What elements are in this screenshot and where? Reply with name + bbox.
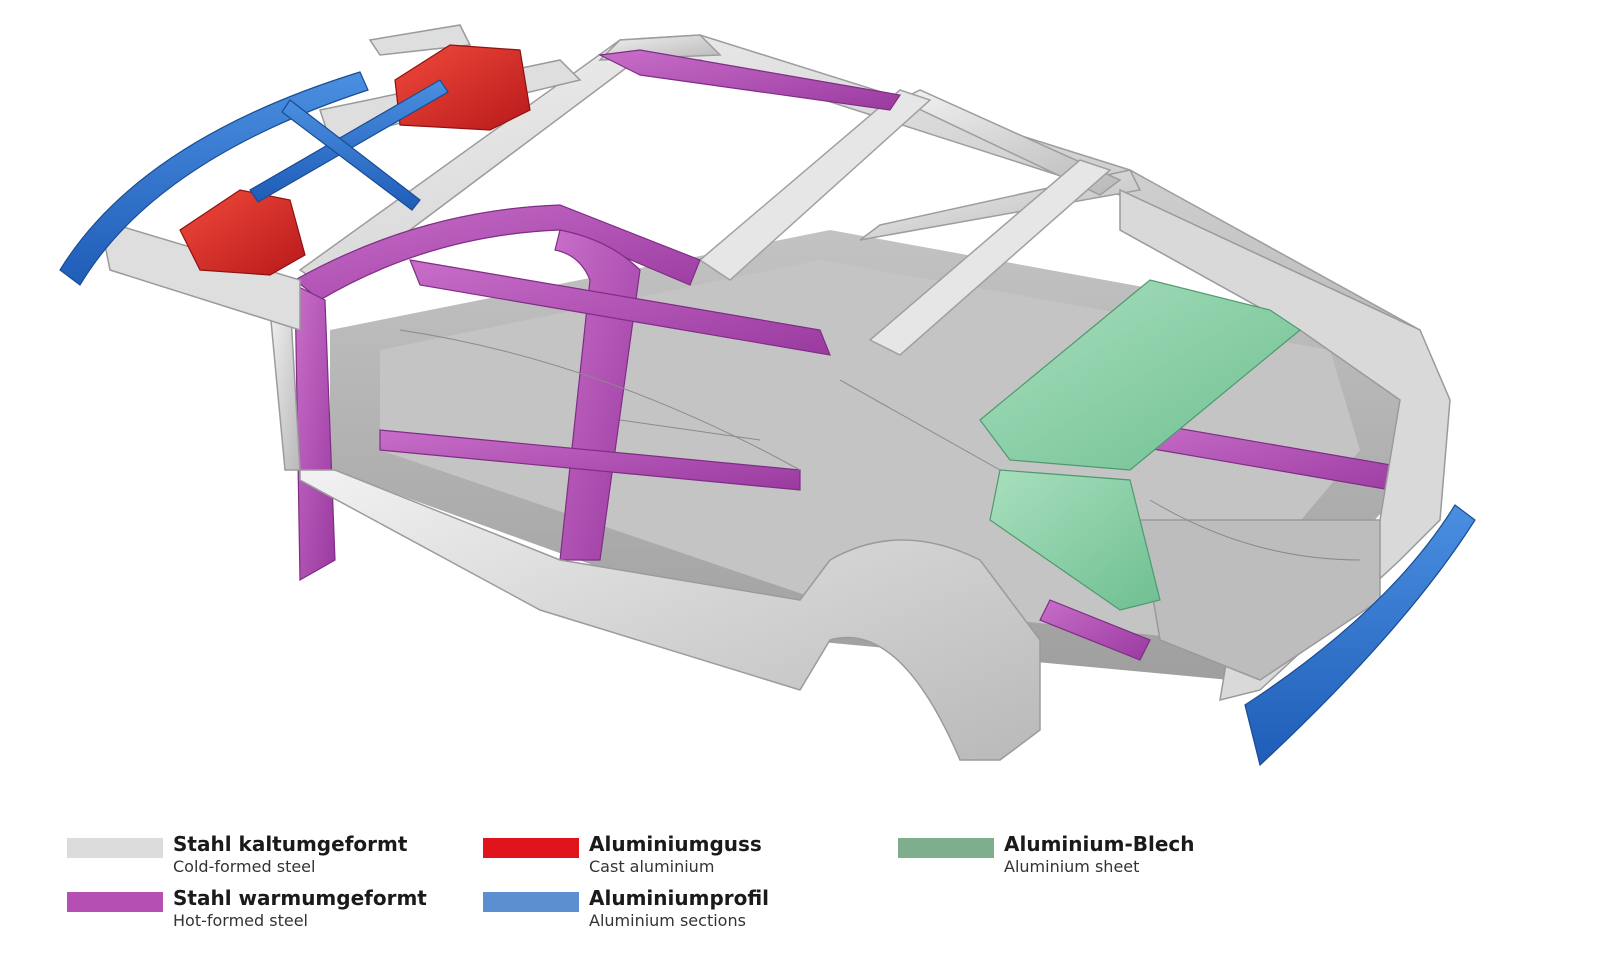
legend-swatch-hot-formed (67, 892, 163, 912)
legend-item-cast-aluminium: Aluminiumguss Cast aluminium (483, 830, 903, 878)
legend-item-hot-formed-steel: Stahl warmumgeformt Hot-formed steel (67, 884, 487, 932)
body-in-white-drawing (59, 24, 1476, 767)
car-body-illustration (59, 24, 1476, 767)
legend-label-en: Aluminium sections (589, 911, 746, 930)
legend-label-de: Aluminiumguss (589, 832, 762, 856)
material-legend: Stahl kaltumgeformt Cold-formed steel Al… (0, 820, 1600, 970)
legend-label-de: Aluminium-Blech (1004, 832, 1195, 856)
legend-label-de: Aluminiumprofil (589, 886, 770, 910)
legend-swatch-aluminium-sections (483, 892, 579, 912)
legend-swatch-aluminium-sheet (898, 838, 994, 858)
detail-lines (399, 329, 1361, 561)
cast-aluminium-parts (179, 44, 531, 276)
legend-label-en: Hot-formed steel (173, 911, 308, 930)
legend-label-en: Aluminium sheet (1004, 857, 1140, 876)
legend-item-cold-formed-steel: Stahl kaltumgeformt Cold-formed steel (67, 830, 487, 878)
legend-label-en: Cast aluminium (589, 857, 715, 876)
legend-item-aluminium-sections: Aluminiumprofil Aluminium sections (483, 884, 903, 932)
legend-label-de: Stahl kaltumgeformt (173, 832, 408, 856)
legend-item-aluminium-sheet: Aluminium-Blech Aluminium sheet (898, 830, 1318, 878)
legend-label-de: Stahl warmumgeformt (173, 886, 427, 910)
legend-swatch-cast-aluminium (483, 838, 579, 858)
hot-formed-steel-parts (293, 49, 1421, 661)
roof-bows (698, 89, 1112, 356)
aluminium-sheet-parts (979, 279, 1302, 611)
legend-label-en: Cold-formed steel (173, 857, 316, 876)
aluminium-section-parts (59, 71, 1476, 767)
legend-swatch-cold-formed (67, 838, 163, 858)
